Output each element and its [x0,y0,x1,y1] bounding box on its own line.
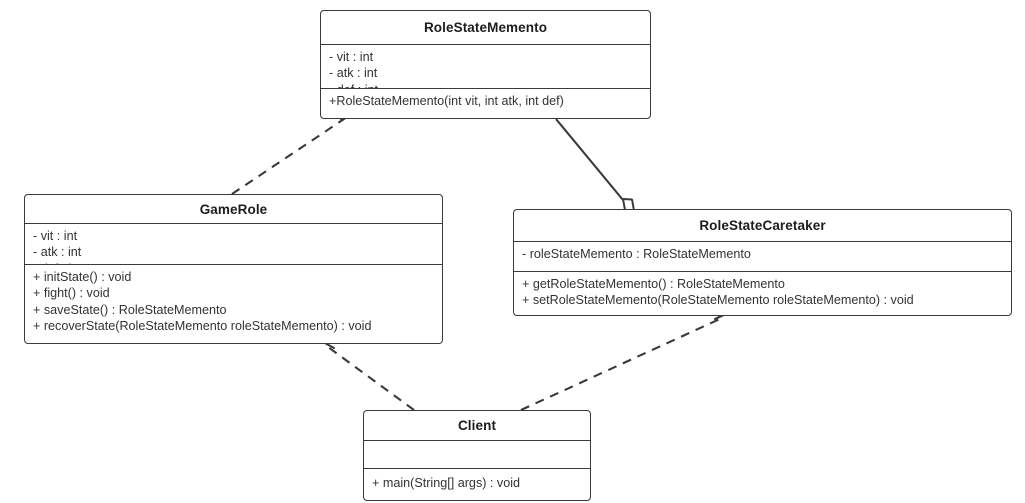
edge-line [555,118,624,201]
edge-line [231,116,348,195]
operations-compartment: + initState() : void + fight() : void + … [25,264,442,343]
attribute-item: - def : int [329,82,650,88]
operation-item: + fight() : void [33,286,110,301]
operation-item: + recoverState(RoleStateMemento roleStat… [33,319,372,334]
edge-line [520,317,723,411]
class-box-gamerole[interactable]: GameRole - vit : int - atk : int - def :… [24,194,443,344]
attribute-item: - vit : int [33,229,78,243]
operation-item: + setRoleStateMemento(RoleStateMemento r… [522,293,914,308]
edge-gamerole-to-memento [231,105,355,195]
edge-client-to-gamerole [321,332,415,411]
attributes-compartment: - roleStateMemento : RoleStateMemento [514,241,1011,271]
class-box-rolestatememento[interactable]: RoleStateMemento - vit : int - atk : int… [320,10,651,119]
class-box-rolestatecaretaker[interactable]: RoleStateCaretaker - roleStateMemento : … [513,209,1012,316]
attributes-compartment [364,440,590,468]
operations-compartment: +RoleStateMemento(int vit, int atk, int … [321,88,650,118]
attribute-item: - def : int [33,261,442,264]
operation-item: +RoleStateMemento(int vit, int atk, int … [329,94,564,108]
class-name-rolestatecaretaker: RoleStateCaretaker [699,218,826,233]
class-name-rolestatememento: RoleStateMemento [423,20,548,35]
class-box-client[interactable]: Client + main(String[] args) : void [363,410,591,501]
edge-line [327,346,415,411]
class-name-client: Client [457,418,497,433]
operation-item: + saveState() : RoleStateMemento [33,302,227,317]
attribute-item: - atk : int [329,66,378,81]
attributes-compartment: - vit : int - atk : int - def : int [321,44,650,88]
edge-client-to-caretaker [520,304,730,411]
attribute-item: - vit : int [329,50,374,64]
operation-item: + initState() : void [33,270,132,284]
attribute-item: - roleStateMemento : RoleStateMemento [522,247,751,261]
operations-compartment: + main(String[] args) : void [364,468,590,500]
edge-caretaker-to-memento [555,118,635,212]
operation-item: + getRoleStateMemento() : RoleStateMemen… [522,277,785,291]
operations-compartment: + getRoleStateMemento() : RoleStateMemen… [514,271,1011,315]
attribute-item: - atk : int [33,245,82,260]
class-name-gamerole: GameRole [199,201,268,217]
operation-item: + main(String[] args) : void [372,476,521,490]
attributes-compartment: - vit : int - atk : int - def : int [25,223,442,264]
